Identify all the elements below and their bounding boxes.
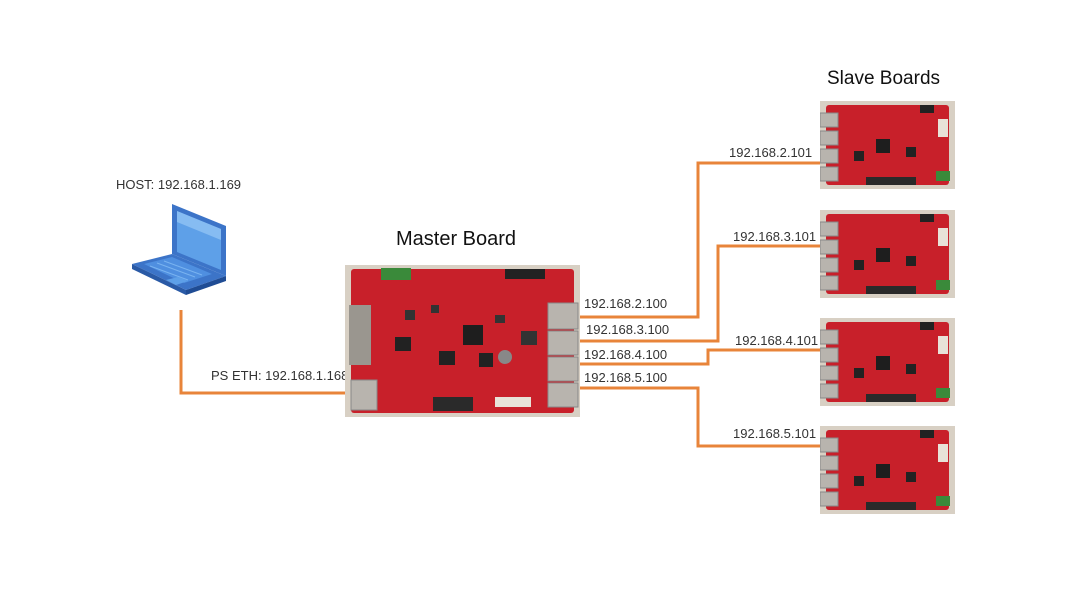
link-port4-slave4 — [578, 386, 820, 448]
slave-ip-label: 192.168.4.101 — [735, 333, 819, 348]
laptop-icon — [132, 204, 226, 295]
slave-ip-label: 192.168.2.101 — [729, 145, 813, 160]
host-laptop — [128, 200, 232, 305]
link-port1-slave1 — [578, 161, 820, 319]
slave-boards-title: Slave Boards — [827, 68, 941, 89]
master-board-title: Master Board — [396, 228, 517, 250]
master-board — [345, 265, 580, 417]
link-port3-slave3 — [578, 348, 820, 366]
master-port-label: 192.168.4.100 — [584, 347, 668, 362]
host-label: HOST: 192.168.1.169 — [116, 177, 242, 192]
slave-board — [820, 318, 955, 406]
slave-ip-label: 192.168.5.101 — [733, 426, 817, 441]
master-port-label: 192.168.2.100 — [584, 296, 668, 311]
slave-board — [820, 210, 955, 298]
slave-board — [820, 101, 955, 189]
master-port-label: 192.168.5.100 — [584, 370, 668, 385]
master-port-label: 192.168.3.100 — [586, 322, 670, 337]
ps-eth-label: PS ETH: 192.168.1.168 — [211, 368, 349, 383]
slave-board — [820, 426, 955, 514]
slave-ip-label: 192.168.3.101 — [733, 229, 817, 244]
link-host-master — [179, 310, 352, 395]
link-port2-slave2 — [578, 244, 820, 343]
